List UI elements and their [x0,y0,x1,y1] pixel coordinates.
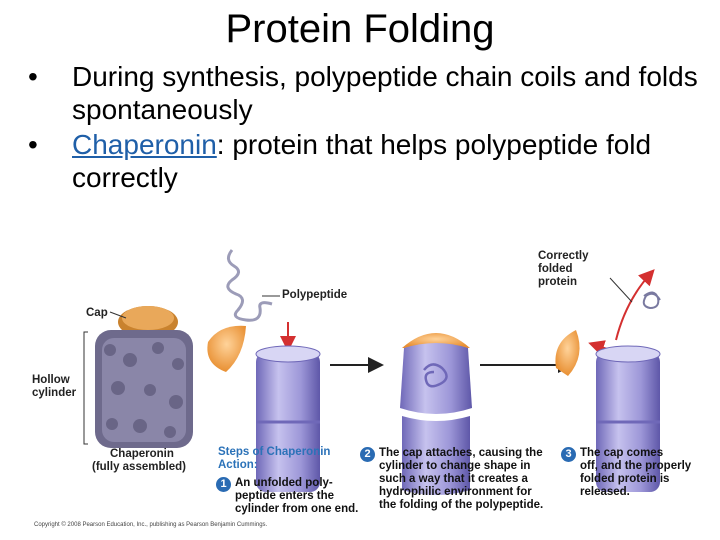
steps-heading-line2: Action: [218,459,258,471]
step3-graphic [555,269,661,492]
bullet-list: • During synthesis, polypeptide chain co… [28,60,708,196]
chaperonin-assembled [83,306,193,448]
cap-label: Cap [86,307,108,319]
bullet-item-2: • Chaperonin: protein that helps polypep… [28,128,708,194]
step2-line1: The cap attaches, causing the [379,447,543,459]
correct-label-line2: folded [538,263,573,275]
bullet-text: : protein that helps polypeptide fold co… [72,129,652,193]
steps-heading-line1: Steps of Chaperonin [218,446,331,458]
step3-line1: The cap comes [580,447,664,459]
cap-shape [207,325,246,372]
step1-line3: cylinder from one end. [235,503,359,515]
step3-line3: folded protein is [580,473,670,485]
step2-line2: cylinder to change shape in [379,460,531,472]
step1-line2: peptide enters the [235,490,335,502]
chaperonin-figure [83,249,661,495]
correct-label-line1: Correctly [538,250,589,262]
step2-graphic [400,333,472,495]
step2-line5: the folding of the polypeptide. [379,499,544,511]
copyright-text: Copyright © 2008 Pearson Education, Inc.… [34,522,268,528]
step3-line2: off, and the properly [580,460,692,472]
cylinder-shape [400,343,472,414]
bullet-symbol: • [28,129,38,160]
step2-line4: hydrophilic environment for [379,486,532,498]
chaperonin-label-line1: Chaperonin [110,448,174,460]
step1-graphic [207,249,321,492]
polypeptide-label: Polypeptide [282,289,348,301]
step-number-badge: 3 [561,447,576,462]
step1-line1: An unfolded poly- [235,477,333,489]
chaperonin-link[interactable]: Chaperonin [72,129,217,160]
bullet-item-1: • During synthesis, polypeptide chain co… [28,60,708,126]
step-number-badge: 2 [360,447,375,462]
hollow-label-line2: cylinder [32,387,77,399]
correct-label-line3: protein [538,276,577,288]
folded-protein [642,291,661,310]
chaperonin-label-line2: (fully assembled) [92,461,186,473]
bullet-text: During synthesis, polypeptide chain coil… [72,61,698,125]
polypeptide-chain [226,249,273,322]
red-arrow [615,269,655,341]
step2-line3: such a way that it creates a [379,473,528,485]
step-number-badge: 1 [216,477,231,492]
hollow-label-line1: Hollow [32,374,70,386]
cap-shape [402,333,470,348]
step3-line4: released. [580,486,630,498]
bullet-symbol: • [28,61,38,92]
slide-title: Protein Folding [225,7,495,51]
cap-shape [555,330,580,376]
